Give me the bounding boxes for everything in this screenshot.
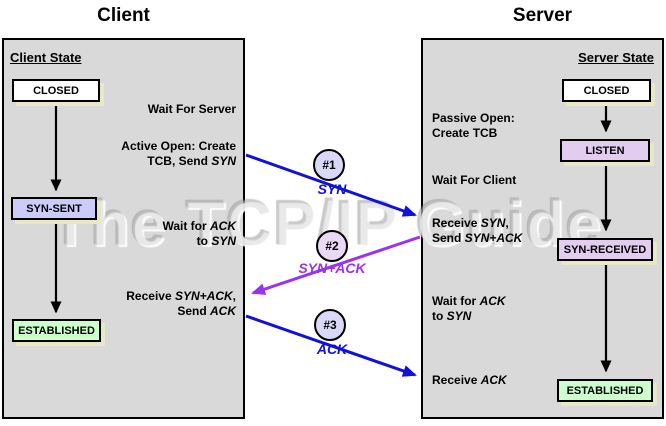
- message-2-label: SYN+ACK: [298, 260, 366, 276]
- server-annotation-passive-open: Passive Open:Create TCB: [432, 111, 515, 140]
- server-annotation-receive-ack: Receive ACK: [432, 373, 507, 387]
- server-state-syn-received: SYN-RECEIVED: [557, 238, 653, 261]
- message-3-badge: #3: [314, 309, 346, 341]
- client-annotation-receive-syn-ack: Receive SYN+ACK,Send ACK: [126, 289, 236, 318]
- server-state-closed: CLOSED: [562, 79, 651, 102]
- server-annotation-wait-for-client: Wait For Client: [432, 173, 517, 187]
- server-state-heading: Server State: [578, 50, 654, 65]
- server-annotation-receive-syn: Receive SYN,Send SYN+ACK: [432, 216, 523, 245]
- client-state-closed: CLOSED: [12, 79, 100, 102]
- message-2-badge: #2: [316, 230, 348, 262]
- client-state-syn-sent: SYN-SENT: [11, 197, 97, 220]
- client-state-heading: Client State: [10, 50, 82, 65]
- syn-ack-message-arrow: [251, 235, 421, 295]
- client-title: Client: [97, 5, 150, 26]
- server-title: Server: [512, 5, 573, 26]
- message-1-label: SYN: [317, 181, 347, 197]
- client-state-established: ESTABLISHED: [12, 319, 101, 342]
- server-state-established: ESTABLISHED: [557, 379, 653, 402]
- message-3-label: ACK: [316, 341, 348, 357]
- client-annotation-wait-for-server: Wait For Server: [147, 102, 236, 116]
- server-state-listen: LISTEN: [560, 139, 650, 162]
- syn-message-arrow: [245, 153, 417, 217]
- message-1-badge: #1: [313, 149, 345, 181]
- ack-message-arrow: [245, 314, 417, 377]
